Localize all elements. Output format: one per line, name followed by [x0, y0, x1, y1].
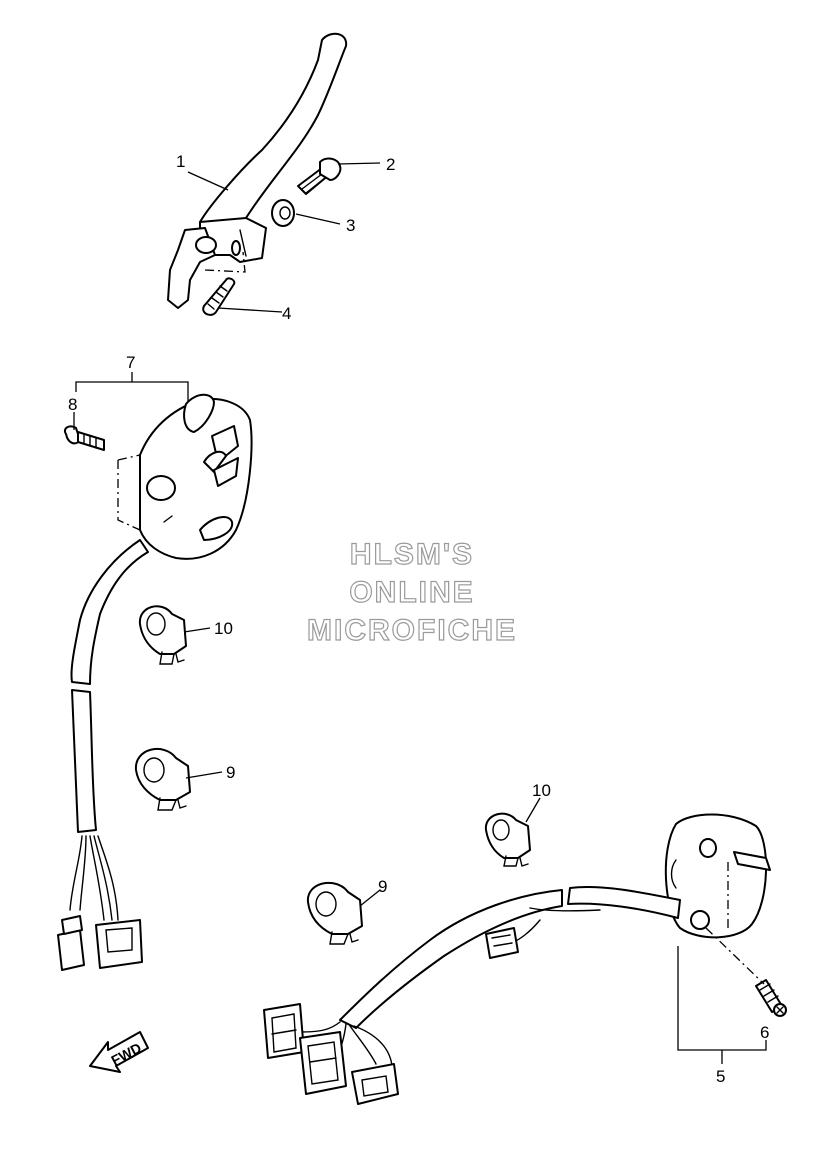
callout-3: 3 [346, 216, 355, 235]
callout-10-upper: 10 [214, 619, 233, 638]
part-10-cable-clamp-upper [138, 605, 187, 665]
callout-6: 6 [760, 1023, 769, 1042]
callout-4: 4 [282, 304, 291, 323]
fwd-arrow: FWD [89, 1031, 149, 1073]
callout-8: 8 [68, 395, 77, 414]
part-7-left-switch-assembly [117, 393, 253, 560]
watermark-line-1: HLSM'S [350, 538, 474, 571]
callout-9-upper: 9 [226, 763, 235, 782]
left-wiring-harness [57, 539, 149, 971]
right-wiring-harness [263, 885, 681, 1105]
part-8-screw [64, 425, 105, 451]
callout-labels: 1 2 3 4 7 8 10 9 10 9 6 5 [68, 152, 769, 1086]
part-10-cable-clamp-lower [484, 812, 531, 867]
callout-2: 2 [386, 155, 395, 174]
callout-7: 7 [126, 353, 135, 372]
part-9-cable-clamp-lower [306, 882, 363, 945]
watermark: HLSM'S ONLINE MICROFICHE [306, 537, 517, 647]
part-9-cable-clamp-upper [134, 748, 191, 811]
watermark-line-2: ONLINE [349, 576, 474, 609]
part-5-right-switch-assembly [664, 813, 771, 939]
part-3-nut [271, 199, 295, 227]
callout-1: 1 [176, 152, 185, 171]
part-4-spring [202, 277, 236, 316]
watermark-line-3: MICROFICHE [307, 614, 517, 647]
part-2-pivot-bolt [297, 157, 342, 195]
leader-lines [73, 162, 767, 1064]
callout-9-lower: 9 [378, 877, 387, 896]
part-1-clutch-lever [167, 32, 348, 309]
part-6-screw [705, 927, 787, 1017]
callout-5: 5 [716, 1067, 725, 1086]
callout-10-lower: 10 [532, 781, 551, 800]
